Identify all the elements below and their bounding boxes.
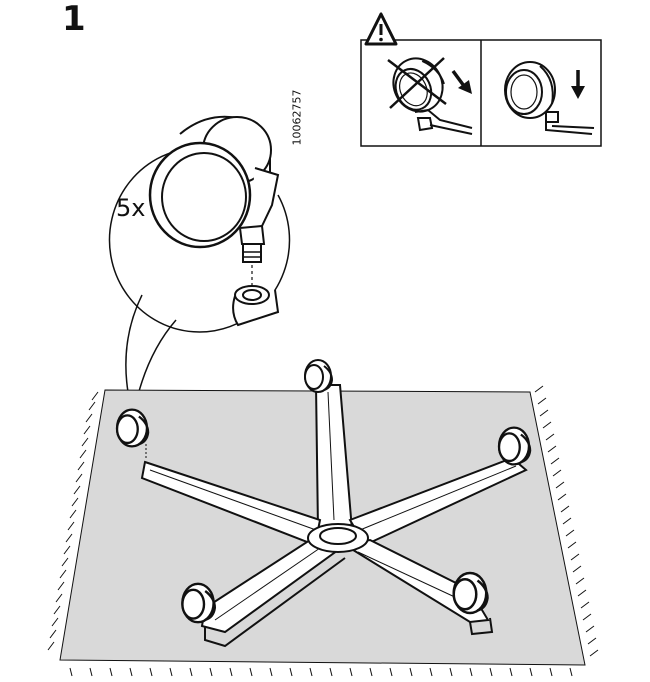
caster-wheel-large (148, 115, 280, 263)
callout-leader-right (137, 319, 177, 396)
caster-inserted-straight (504, 61, 595, 135)
caster-left-detached (115, 408, 150, 460)
caster-right (497, 426, 532, 466)
callout-leader-left (125, 294, 143, 393)
diagonal-arrow-icon (451, 69, 472, 94)
step-number: 1 (62, 0, 86, 39)
arrow-down-icon (571, 70, 585, 99)
base-socket (232, 285, 280, 327)
caster-top (304, 359, 333, 393)
warning-triangle-icon (364, 12, 398, 46)
quantity-label: 5x (116, 194, 146, 222)
rug-fringe (47, 385, 599, 677)
chair-base (140, 384, 528, 648)
cross-out-icon (387, 57, 447, 109)
warning-callout (360, 12, 602, 147)
caster-front-right (452, 571, 489, 615)
caster-front-left (181, 582, 217, 624)
detail-magnifier (108, 115, 291, 396)
